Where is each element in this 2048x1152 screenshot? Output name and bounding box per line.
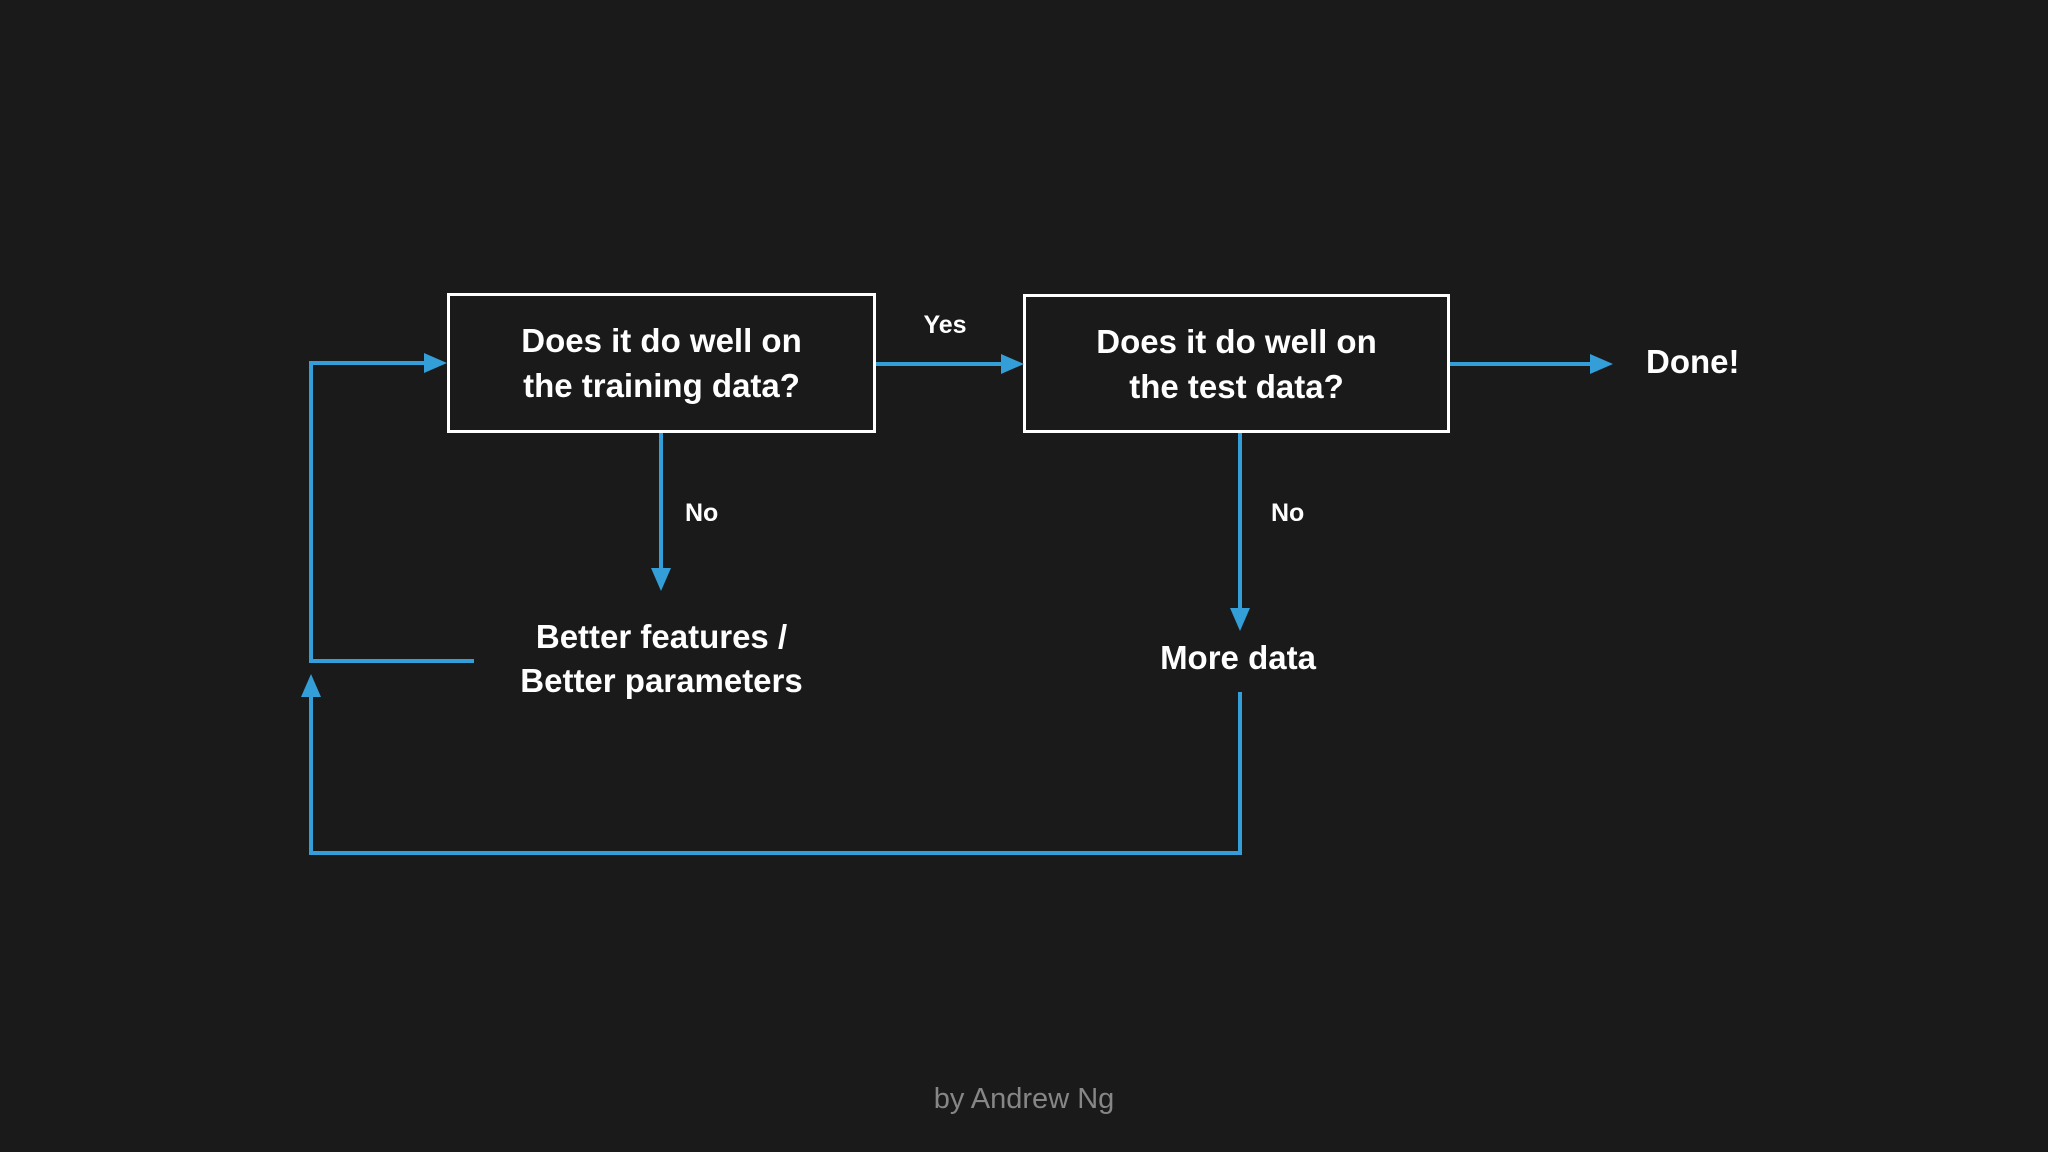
no-training-edge-label: No [685, 499, 719, 527]
credit-text: by Andrew Ng [933, 1083, 1115, 1115]
yes-edge-label: Yes [923, 311, 967, 339]
no-test-arrowhead-icon [1230, 608, 1250, 631]
no-training-edge-line [659, 433, 663, 569]
improve-loop-arrowhead-icon [424, 353, 447, 373]
outcome-done: Done! [1646, 343, 1740, 380]
outcome-more-data: More data [1160, 639, 1316, 676]
improve-loop-entry-line [309, 361, 426, 365]
outcome-better-features-parameters: Better features / Better parameters [520, 618, 803, 699]
yes-edge-line [876, 362, 1003, 366]
no-test-edge-line [1238, 433, 1242, 609]
no-training-arrowhead-icon [651, 568, 671, 591]
improve-loop-horizontal-line [309, 659, 474, 663]
yes-edge-arrowhead-icon [1001, 354, 1024, 374]
node-test-check: Does it do well on the test data? [1023, 294, 1450, 433]
more-data-tail-line [1238, 692, 1242, 855]
no-test-edge-label: No [1271, 499, 1305, 527]
more-data-loop-vertical-line [309, 696, 313, 855]
more-data-loop-arrowhead-icon [301, 674, 321, 697]
improve-loop-vertical-line [309, 361, 313, 663]
done-edge-line [1450, 362, 1592, 366]
node-training-check: Does it do well on the training data? [447, 293, 876, 433]
bottom-loop-line [309, 851, 1242, 855]
done-edge-arrowhead-icon [1590, 354, 1613, 374]
